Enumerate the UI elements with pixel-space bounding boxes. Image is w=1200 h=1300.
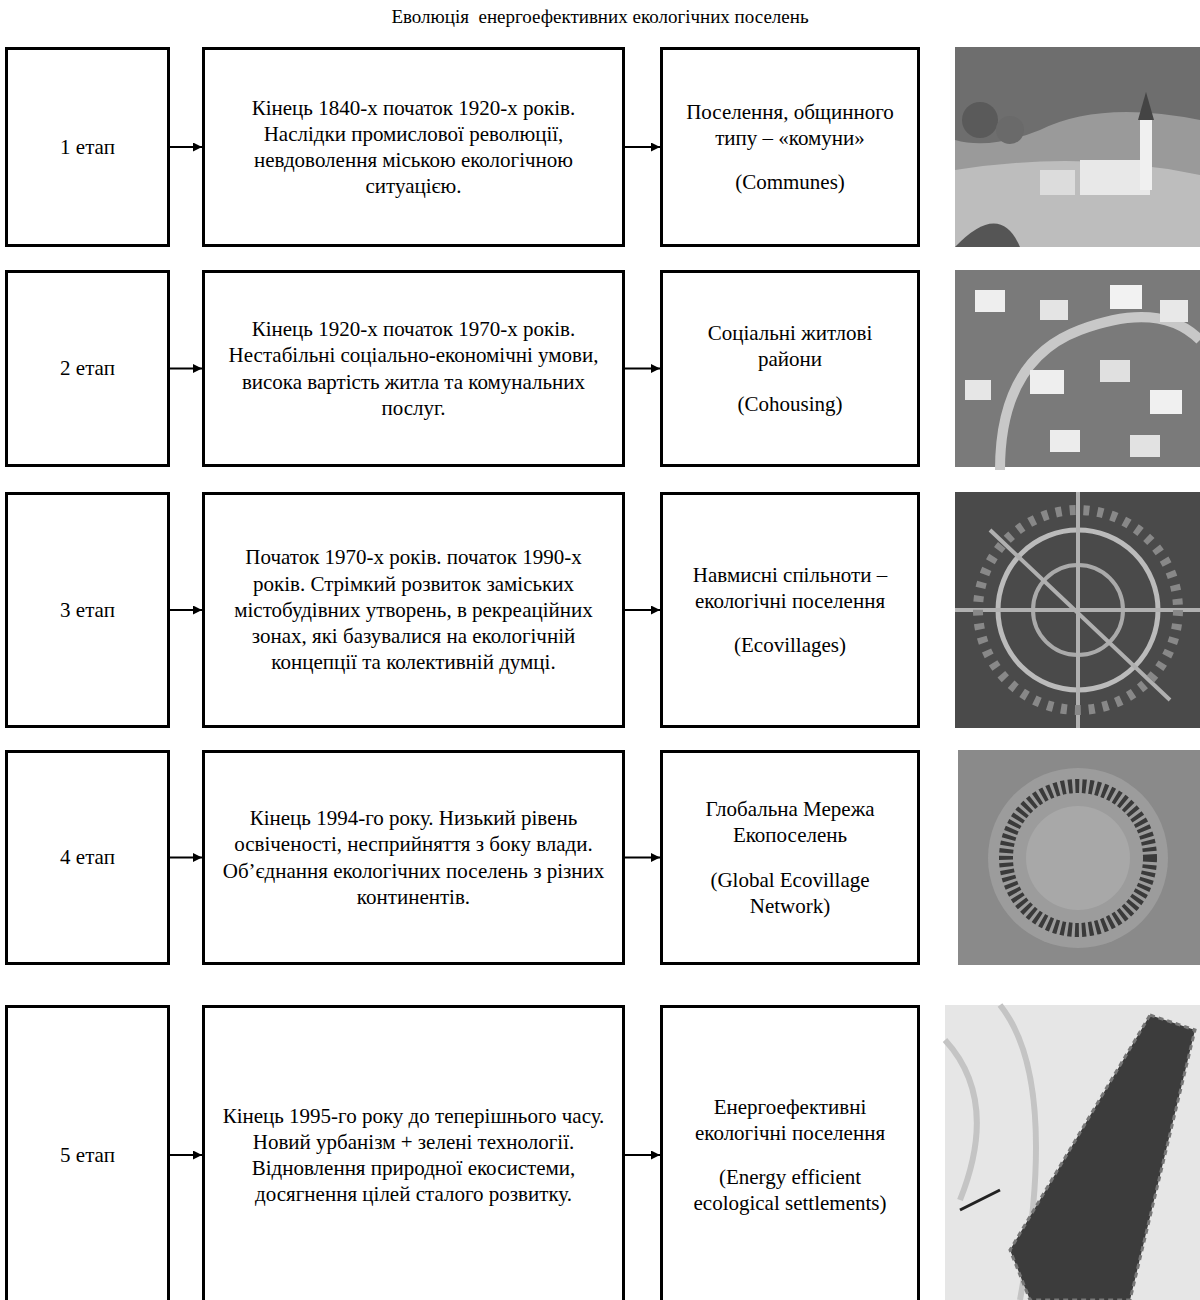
box-text: Глобальна Мережа Екопоселень [675,796,905,849]
box-subtext: (Energy efficient ecological settlements… [675,1164,905,1217]
box-text: Енергоефективні екологічні поселення [675,1094,905,1147]
description-box: Кінець 1840-х початок 1920-х років. Насл… [202,47,625,247]
box-text: 3 етап [60,597,115,623]
box-text: 4 етап [60,844,115,870]
result-box: Поселення, общинного типу – «комуни» (Com… [660,47,920,247]
settlement-photo [945,1005,1200,1300]
box-text: Кінець 1995-го року до теперішнього часу… [217,1103,610,1208]
ecovillage-photo [955,492,1200,728]
box-text: 2 етап [60,355,115,381]
box-text: 1 етап [60,134,115,160]
box-text: Кінець 1840-х початок 1920-х років. Насл… [217,95,610,200]
box-subtext: (Global Ecovillage Network) [675,867,905,920]
result-box: Соціальні житлові райони (Cohousing) [660,270,920,467]
description-box: Початок 1970-х років. початок 1990-х рок… [202,492,625,728]
village-photo [955,47,1200,247]
box-text: Кінець 1994-го року. Низький рівень осві… [217,805,610,910]
arrow-connector [625,368,660,370]
result-box: Навмисні спільноти – екологічні поселенн… [660,492,920,728]
description-box: Кінець 1995-го року до теперішнього часу… [202,1005,625,1300]
arrow-connector [170,146,202,148]
box-text: Навмисні спільноти – екологічні поселенн… [675,562,905,615]
arrow-connector [170,368,202,370]
result-box: Енергоефективні екологічні поселення (Ene… [660,1005,920,1300]
box-text: Соціальні житлові райони [675,320,905,373]
stage-box: 2 етап [5,270,170,467]
box-subtext: (Ecovillages) [734,632,846,658]
box-text: Кінець 1920-х початок 1970-х років. Нест… [217,316,610,421]
diagram-title: Еволюція енергоефективних екологічних по… [0,6,1200,28]
stage-box: 3 етап [5,492,170,728]
stage-box: 5 етап [5,1005,170,1300]
box-text: Поселення, общинного типу – «комуни» [675,99,905,152]
description-box: Кінець 1920-х початок 1970-х років. Нест… [202,270,625,467]
stage-box: 1 етап [5,47,170,247]
arrow-connector [170,1154,202,1156]
description-box: Кінець 1994-го року. Низький рівень осві… [202,750,625,965]
arrow-connector [625,146,660,148]
arrow-connector [625,609,660,611]
cohousing-photo [955,270,1200,470]
box-subtext: (Communes) [735,169,845,195]
arrow-connector [625,857,660,859]
box-text: 5 етап [60,1142,115,1168]
stage-box: 4 етап [5,750,170,965]
box-text: Початок 1970-х років. початок 1990-х рок… [217,544,610,675]
arrow-connector [625,1154,660,1156]
arrow-connector [170,857,202,859]
result-box: Глобальна Мережа Екопоселень (Global Ecov… [660,750,920,965]
arrow-connector [170,609,202,611]
box-subtext: (Cohousing) [738,391,843,417]
network-photo [958,750,1200,965]
